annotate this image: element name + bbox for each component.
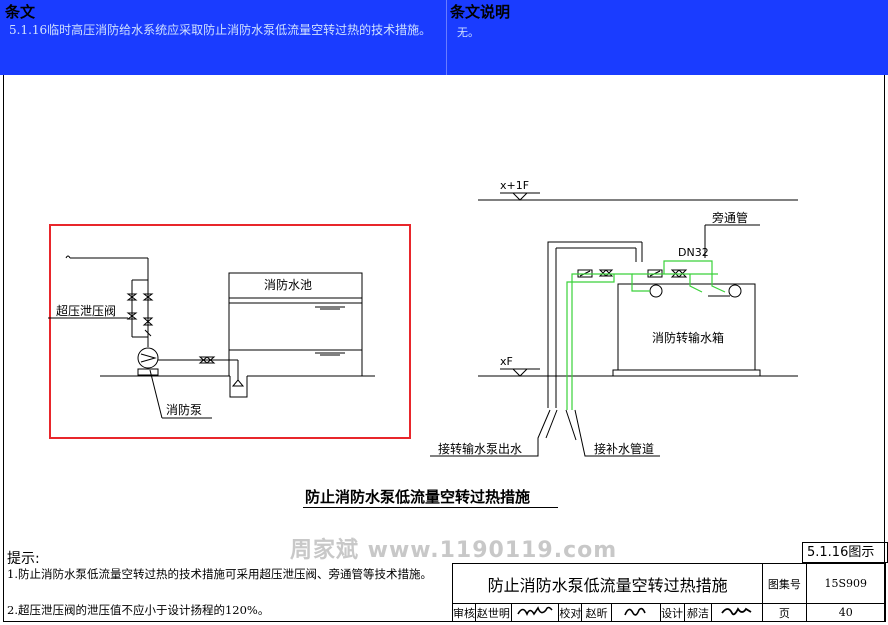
clause-column: 条文 5.1.16临时高压消防给水系统应采取防止消防水泵低流量空转过热的技术措施… (0, 0, 447, 75)
highlight-box (49, 224, 411, 439)
upper-floor-label: x+1F (500, 179, 529, 192)
atlas-number: 15S909 (805, 563, 886, 604)
page-number: 40 (805, 603, 886, 622)
left-piping (48, 255, 375, 419)
pump-label: 消防泵 (166, 402, 202, 417)
right-piping (430, 192, 798, 457)
watermark: 周家斌 www.1190119.com (290, 538, 618, 563)
tank-label: 消防转输水箱 (652, 330, 724, 345)
review-label: 审核 (452, 603, 476, 622)
page-label: 页 (762, 603, 807, 622)
green-pipes (566, 260, 726, 410)
header-bar: 条文 5.1.16临时高压消防给水系统应采取防止消防水泵低流量空转过热的技术措施… (0, 0, 888, 75)
pump-outlet-label: 接转输水泵出水 (438, 441, 522, 456)
title-block: 防止消防水泵低流量空转过热措施 图集号 15S909 审核 赵世明 校对 赵昕 … (451, 563, 886, 622)
signature-mark (624, 607, 646, 616)
explanation-column: 条文说明 无。 (447, 0, 888, 75)
clause-title: 条文 (5, 3, 36, 21)
makeup-label: 接补水管道 (594, 441, 654, 456)
check-name: 赵昕 (581, 603, 612, 622)
clause-text: 5.1.16临时高压消防给水系统应采取防止消防水泵低流量空转过热的技术措施。 (9, 23, 432, 37)
caption-underline (303, 507, 558, 508)
note-item-1: 1.防止消防水泵低流量空转过热的技术措施可采用超压泄压阀、旁通管等技术措施。 (7, 567, 432, 581)
review-name: 赵世明 (475, 603, 512, 622)
relief-valve-label: 超压泄压阀 (56, 303, 116, 318)
notes-title: 提示: (7, 551, 40, 567)
check-label: 校对 (558, 603, 583, 622)
figure-caption: 防止消防水泵低流量空转过热措施 (305, 488, 531, 506)
pipe-size-label: DN32 (678, 246, 709, 259)
signature-mark (517, 606, 553, 616)
pool-label: 消防水池 (264, 277, 312, 292)
floor-label: xF (500, 355, 513, 368)
signature-mark (721, 607, 752, 616)
design-label: 设计 (659, 603, 685, 622)
atlas-label: 图集号 (762, 563, 807, 604)
explanation-title: 条文说明 (450, 3, 511, 21)
design-signature (711, 603, 764, 622)
design-name: 郝洁 (683, 603, 713, 622)
figure-number: 5.1.16图示 (802, 542, 888, 563)
check-signature (610, 603, 661, 622)
drawing-frame (3, 75, 885, 622)
note-item-2: 2.超压泄压阀的泄压值不应小于设计扬程的120%。 (7, 603, 270, 617)
review-signature (510, 603, 560, 622)
explanation-text: 无。 (457, 26, 479, 39)
bypass-label: 旁通管 (712, 210, 748, 225)
title-block-title: 防止消防水泵低流量空转过热措施 (451, 563, 764, 604)
